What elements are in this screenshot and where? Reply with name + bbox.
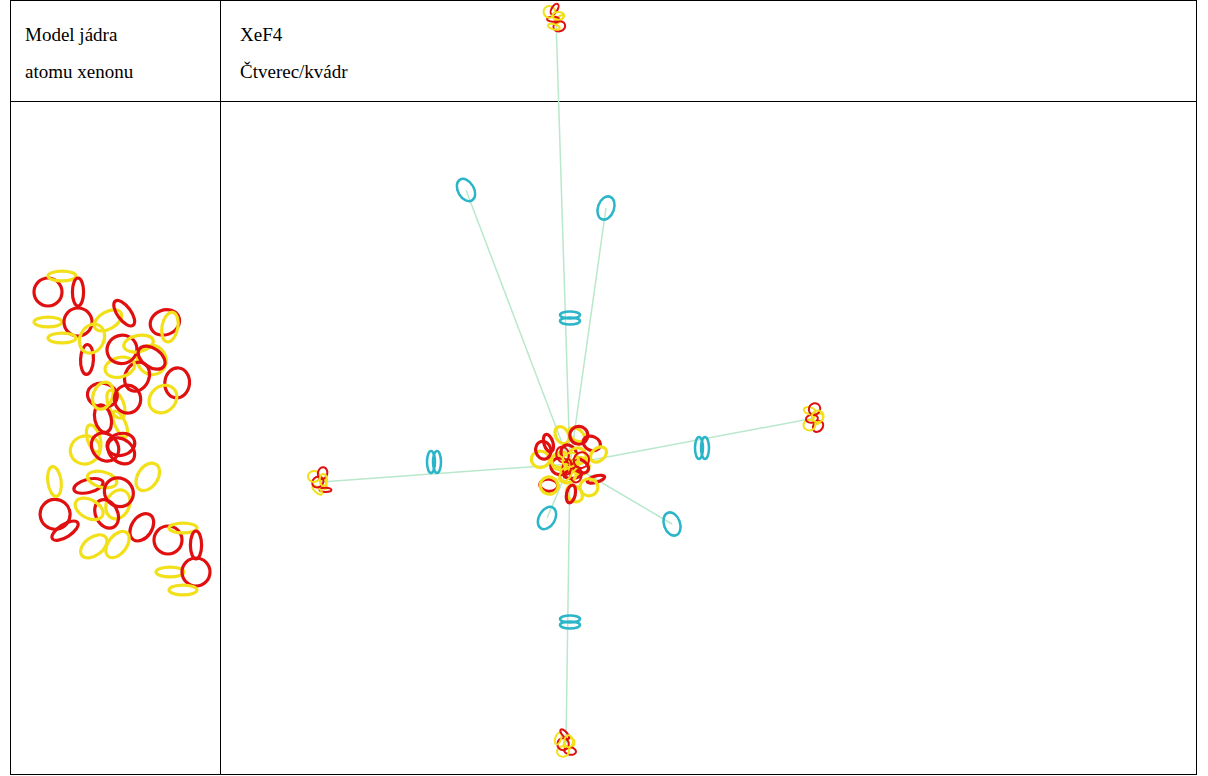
ring — [48, 333, 76, 343]
ring — [560, 318, 580, 325]
bond-line — [466, 190, 570, 464]
table-cell: Model jádra atomu xenonu — [25, 16, 155, 90]
ring — [564, 735, 573, 747]
ring — [34, 317, 62, 327]
ring — [154, 526, 182, 554]
ring — [587, 444, 609, 465]
ring — [570, 426, 588, 444]
bond-line — [556, 18, 570, 464]
bond-line — [570, 418, 815, 464]
table-cell: Čtverec/kvádr — [240, 53, 640, 90]
ring — [34, 493, 76, 535]
ring — [541, 433, 555, 453]
bond-line — [566, 464, 570, 743]
bond-line — [321, 464, 570, 482]
ring — [110, 297, 139, 329]
ring — [113, 384, 143, 415]
ring — [134, 341, 169, 373]
ring — [89, 379, 117, 412]
ring — [594, 194, 617, 222]
ring — [156, 567, 184, 577]
ring — [131, 459, 164, 495]
ring — [48, 271, 76, 281]
bond-lines — [321, 18, 815, 743]
ring — [537, 474, 560, 497]
ring — [72, 278, 83, 306]
ring — [98, 472, 139, 513]
ring — [182, 558, 210, 586]
ring — [701, 437, 709, 459]
ring — [190, 531, 201, 559]
ring — [159, 311, 180, 343]
table-rule — [10, 101, 1196, 102]
ring — [563, 482, 586, 505]
ring — [806, 401, 822, 417]
ring — [66, 432, 104, 469]
ring — [552, 12, 564, 20]
ring — [75, 320, 110, 357]
bond-line — [570, 208, 606, 464]
ring — [560, 622, 580, 629]
ring — [433, 451, 441, 473]
nucleus-rings — [34, 2, 826, 757]
table-rule — [220, 0, 221, 775]
ring — [571, 449, 592, 471]
ring — [72, 494, 107, 524]
ring — [660, 510, 683, 538]
ring — [143, 380, 182, 419]
ring — [64, 308, 92, 336]
table-cell: XeF4 — [240, 16, 640, 53]
ring — [534, 504, 560, 533]
ring — [547, 23, 560, 31]
table-border — [11, 1, 1197, 775]
ring — [453, 176, 479, 205]
ring — [320, 474, 327, 486]
ring — [102, 432, 139, 469]
ring — [46, 466, 63, 498]
ring — [76, 530, 111, 563]
ring — [565, 484, 577, 503]
ring — [809, 408, 826, 425]
ring — [169, 585, 197, 595]
